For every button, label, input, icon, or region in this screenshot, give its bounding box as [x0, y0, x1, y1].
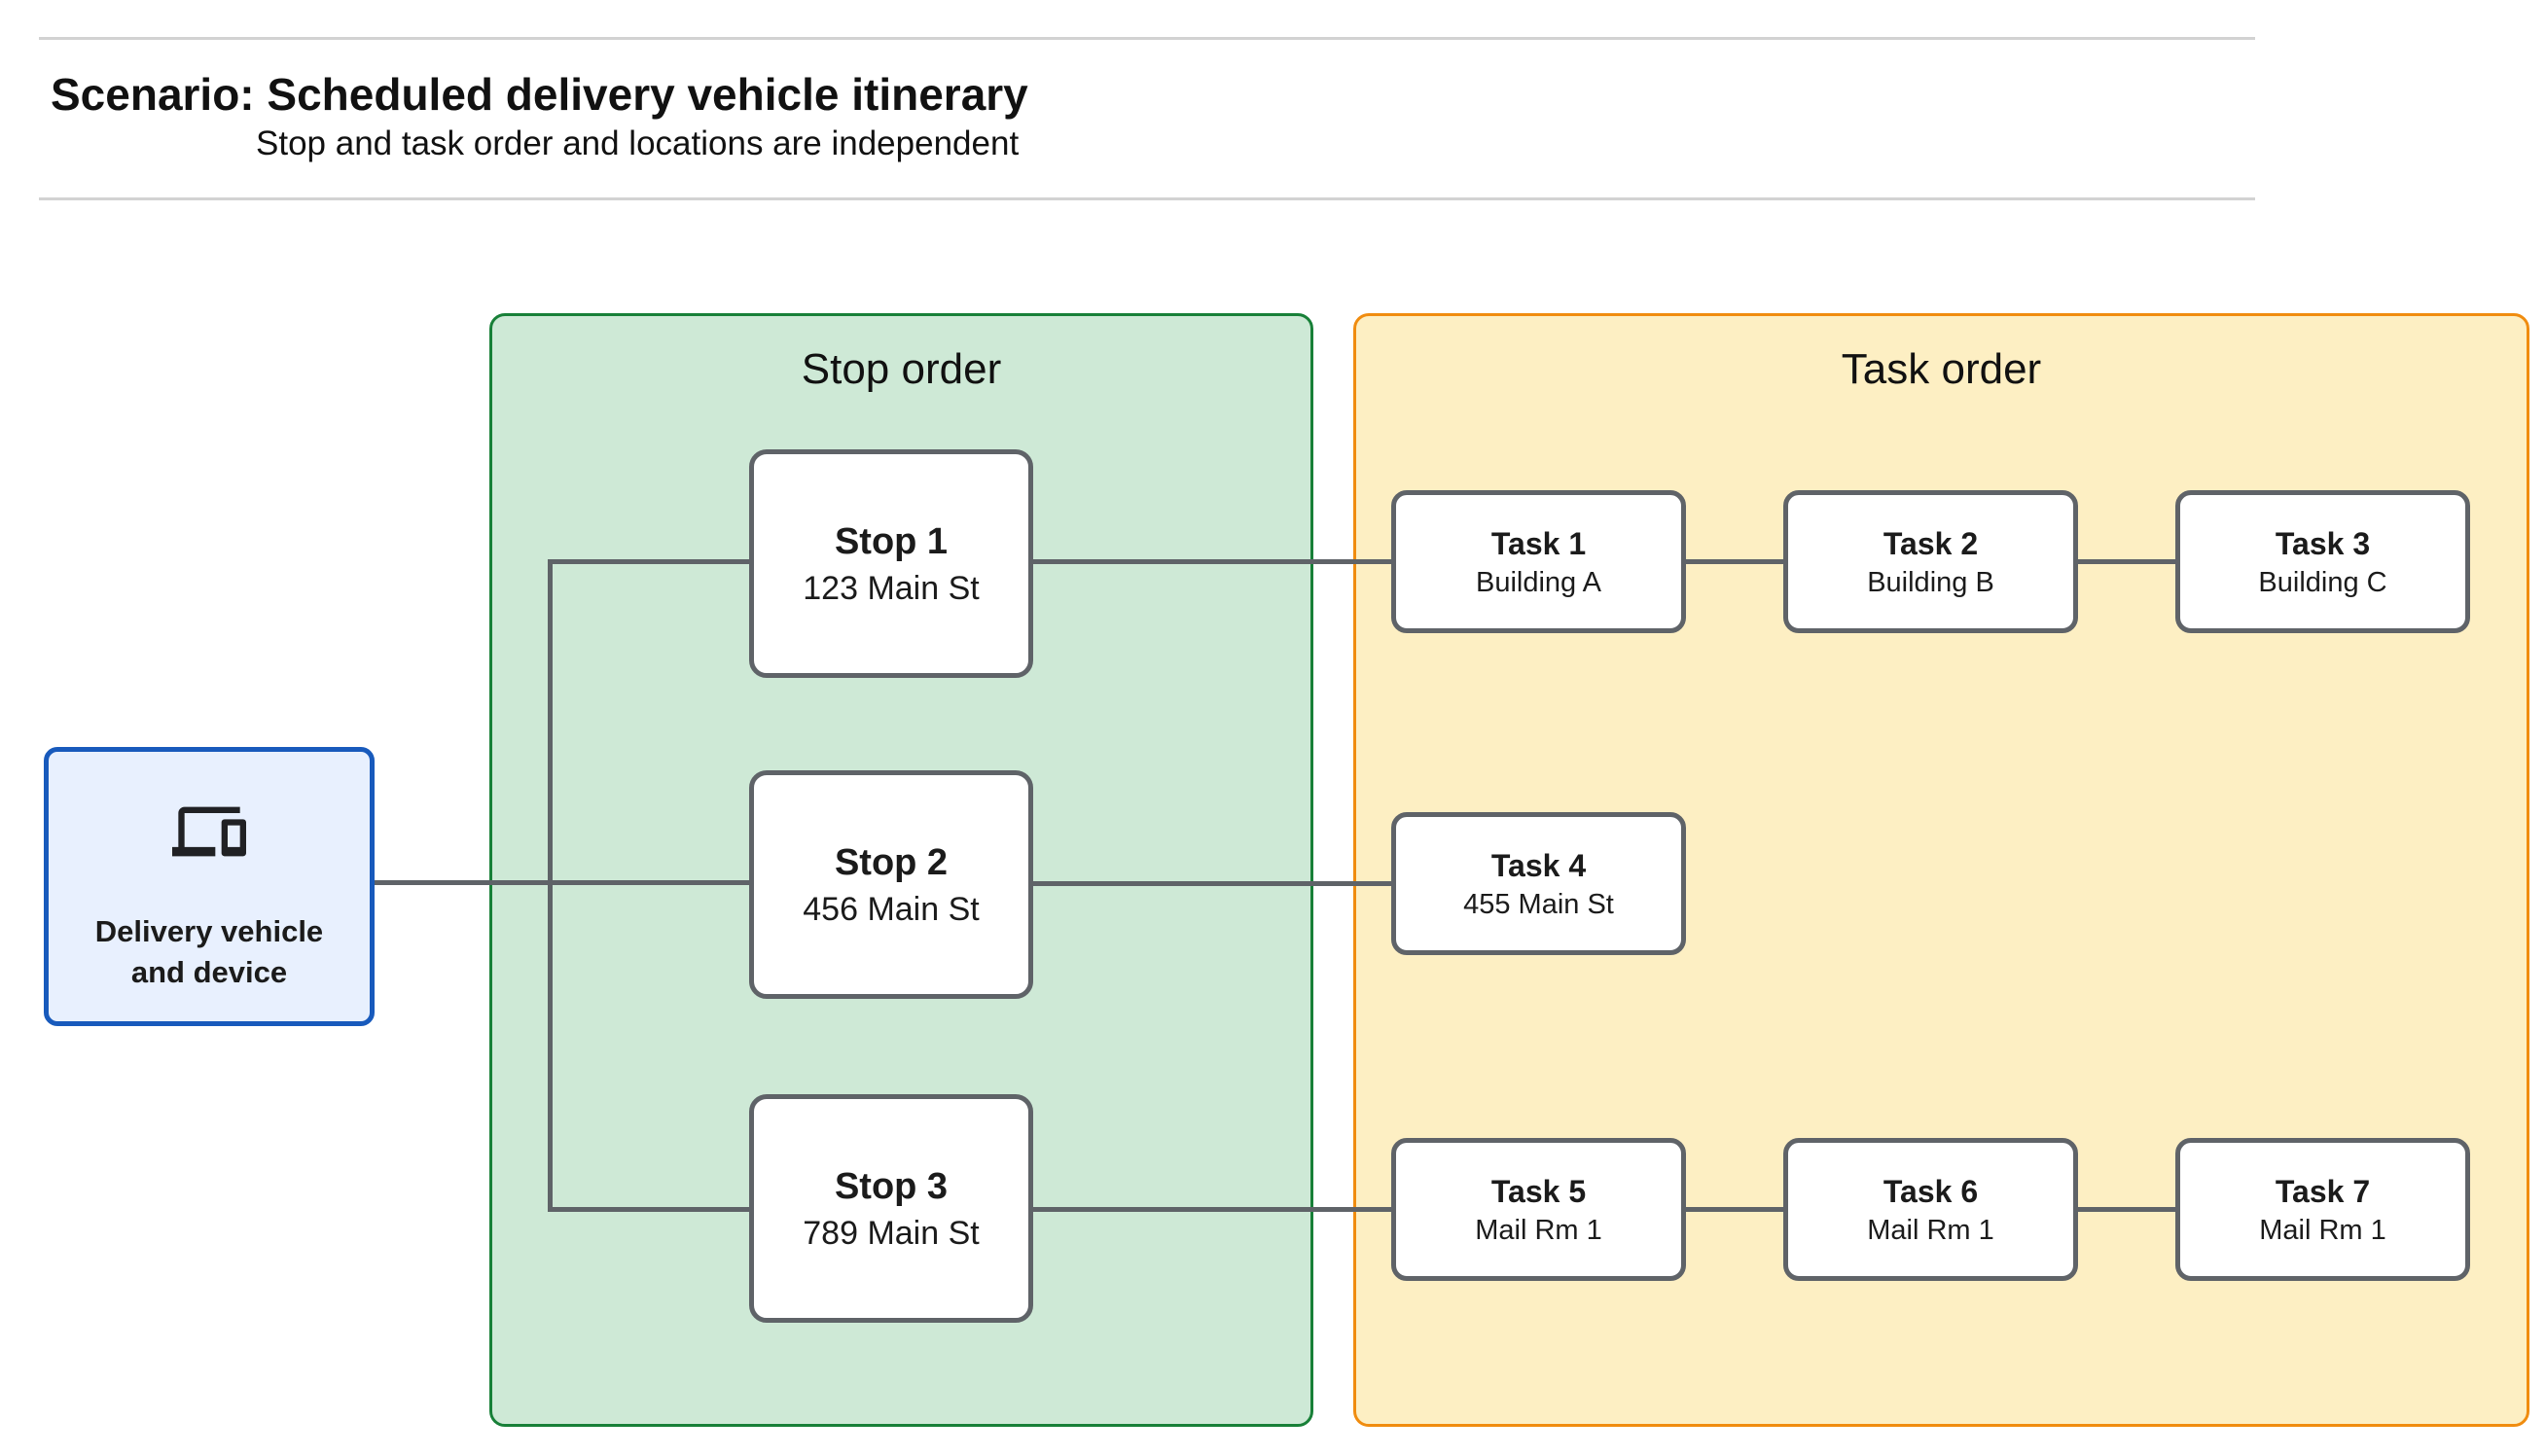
stop-3-node: Stop 3 789 Main St — [749, 1094, 1033, 1323]
edge-stop2-to-task4 — [1031, 881, 1393, 886]
delivery-vehicle-label: Delivery vehicle and device — [95, 911, 323, 993]
stop-2-title: Stop 2 — [834, 841, 949, 883]
task-2-location: Building B — [1867, 566, 1994, 598]
task-1-node: Task 1 Building A — [1391, 490, 1686, 633]
task-3-location: Building C — [2258, 566, 2387, 598]
delivery-vehicle-node: Delivery vehicle and device — [44, 747, 375, 1026]
devices-icon — [172, 806, 246, 857]
divider-bottom — [39, 197, 2255, 200]
task-5-title: Task 5 — [1490, 1173, 1587, 1209]
task-5-node: Task 5 Mail Rm 1 — [1391, 1138, 1686, 1281]
task-5-location: Mail Rm 1 — [1475, 1214, 1602, 1246]
divider-top — [39, 37, 2255, 40]
task-7-title: Task 7 — [2275, 1173, 2371, 1209]
task-2-node: Task 2 Building B — [1783, 490, 2078, 633]
edge-stop1-to-task1 — [1031, 559, 1393, 564]
stop-1-node: Stop 1 123 Main St — [749, 449, 1033, 678]
task-4-title: Task 4 — [1490, 847, 1587, 883]
stop-3-title: Stop 3 — [834, 1165, 949, 1207]
edge-task5-to-task6 — [1684, 1207, 1785, 1212]
edge-stop3-to-task5 — [1031, 1207, 1393, 1212]
task-1-title: Task 1 — [1490, 525, 1587, 561]
task-2-title: Task 2 — [1883, 525, 1979, 561]
delivery-vehicle-label-line2: and device — [130, 955, 288, 989]
task-7-location: Mail Rm 1 — [2259, 1214, 2386, 1246]
task-6-location: Mail Rm 1 — [1867, 1214, 1994, 1246]
task-6-title: Task 6 — [1883, 1173, 1979, 1209]
edge-stops-branch — [548, 559, 553, 1212]
stop-order-title: Stop order — [801, 345, 1002, 393]
stop-2-location: 456 Main St — [803, 890, 980, 928]
task-3-title: Task 3 — [2275, 525, 2371, 561]
edge-vehicle-to-stop2 — [375, 880, 751, 885]
task-6-node: Task 6 Mail Rm 1 — [1783, 1138, 2078, 1281]
task-4-location: 455 Main St — [1463, 888, 1614, 920]
task-4-node: Task 4 455 Main St — [1391, 812, 1686, 955]
edge-task1-to-task2 — [1684, 559, 1785, 564]
task-3-node: Task 3 Building C — [2175, 490, 2470, 633]
task-order-title: Task order — [1841, 345, 2042, 393]
scenario-title: Scenario: Scheduled delivery vehicle iti… — [51, 69, 1028, 120]
stop-3-location: 789 Main St — [803, 1214, 980, 1252]
edge-branch-to-stop1 — [548, 559, 757, 564]
edge-task2-to-task3 — [2076, 559, 2177, 564]
scenario-subtitle: Stop and task order and locations are in… — [256, 124, 1020, 162]
stop-1-title: Stop 1 — [834, 520, 949, 562]
delivery-vehicle-label-line1: Delivery vehicle — [94, 914, 324, 948]
edge-task6-to-task7 — [2076, 1207, 2177, 1212]
task-1-location: Building A — [1476, 566, 1601, 598]
stop-2-node: Stop 2 456 Main St — [749, 770, 1033, 999]
task-7-node: Task 7 Mail Rm 1 — [2175, 1138, 2470, 1281]
stop-1-location: 123 Main St — [803, 569, 980, 607]
edge-branch-to-stop3 — [548, 1207, 757, 1212]
